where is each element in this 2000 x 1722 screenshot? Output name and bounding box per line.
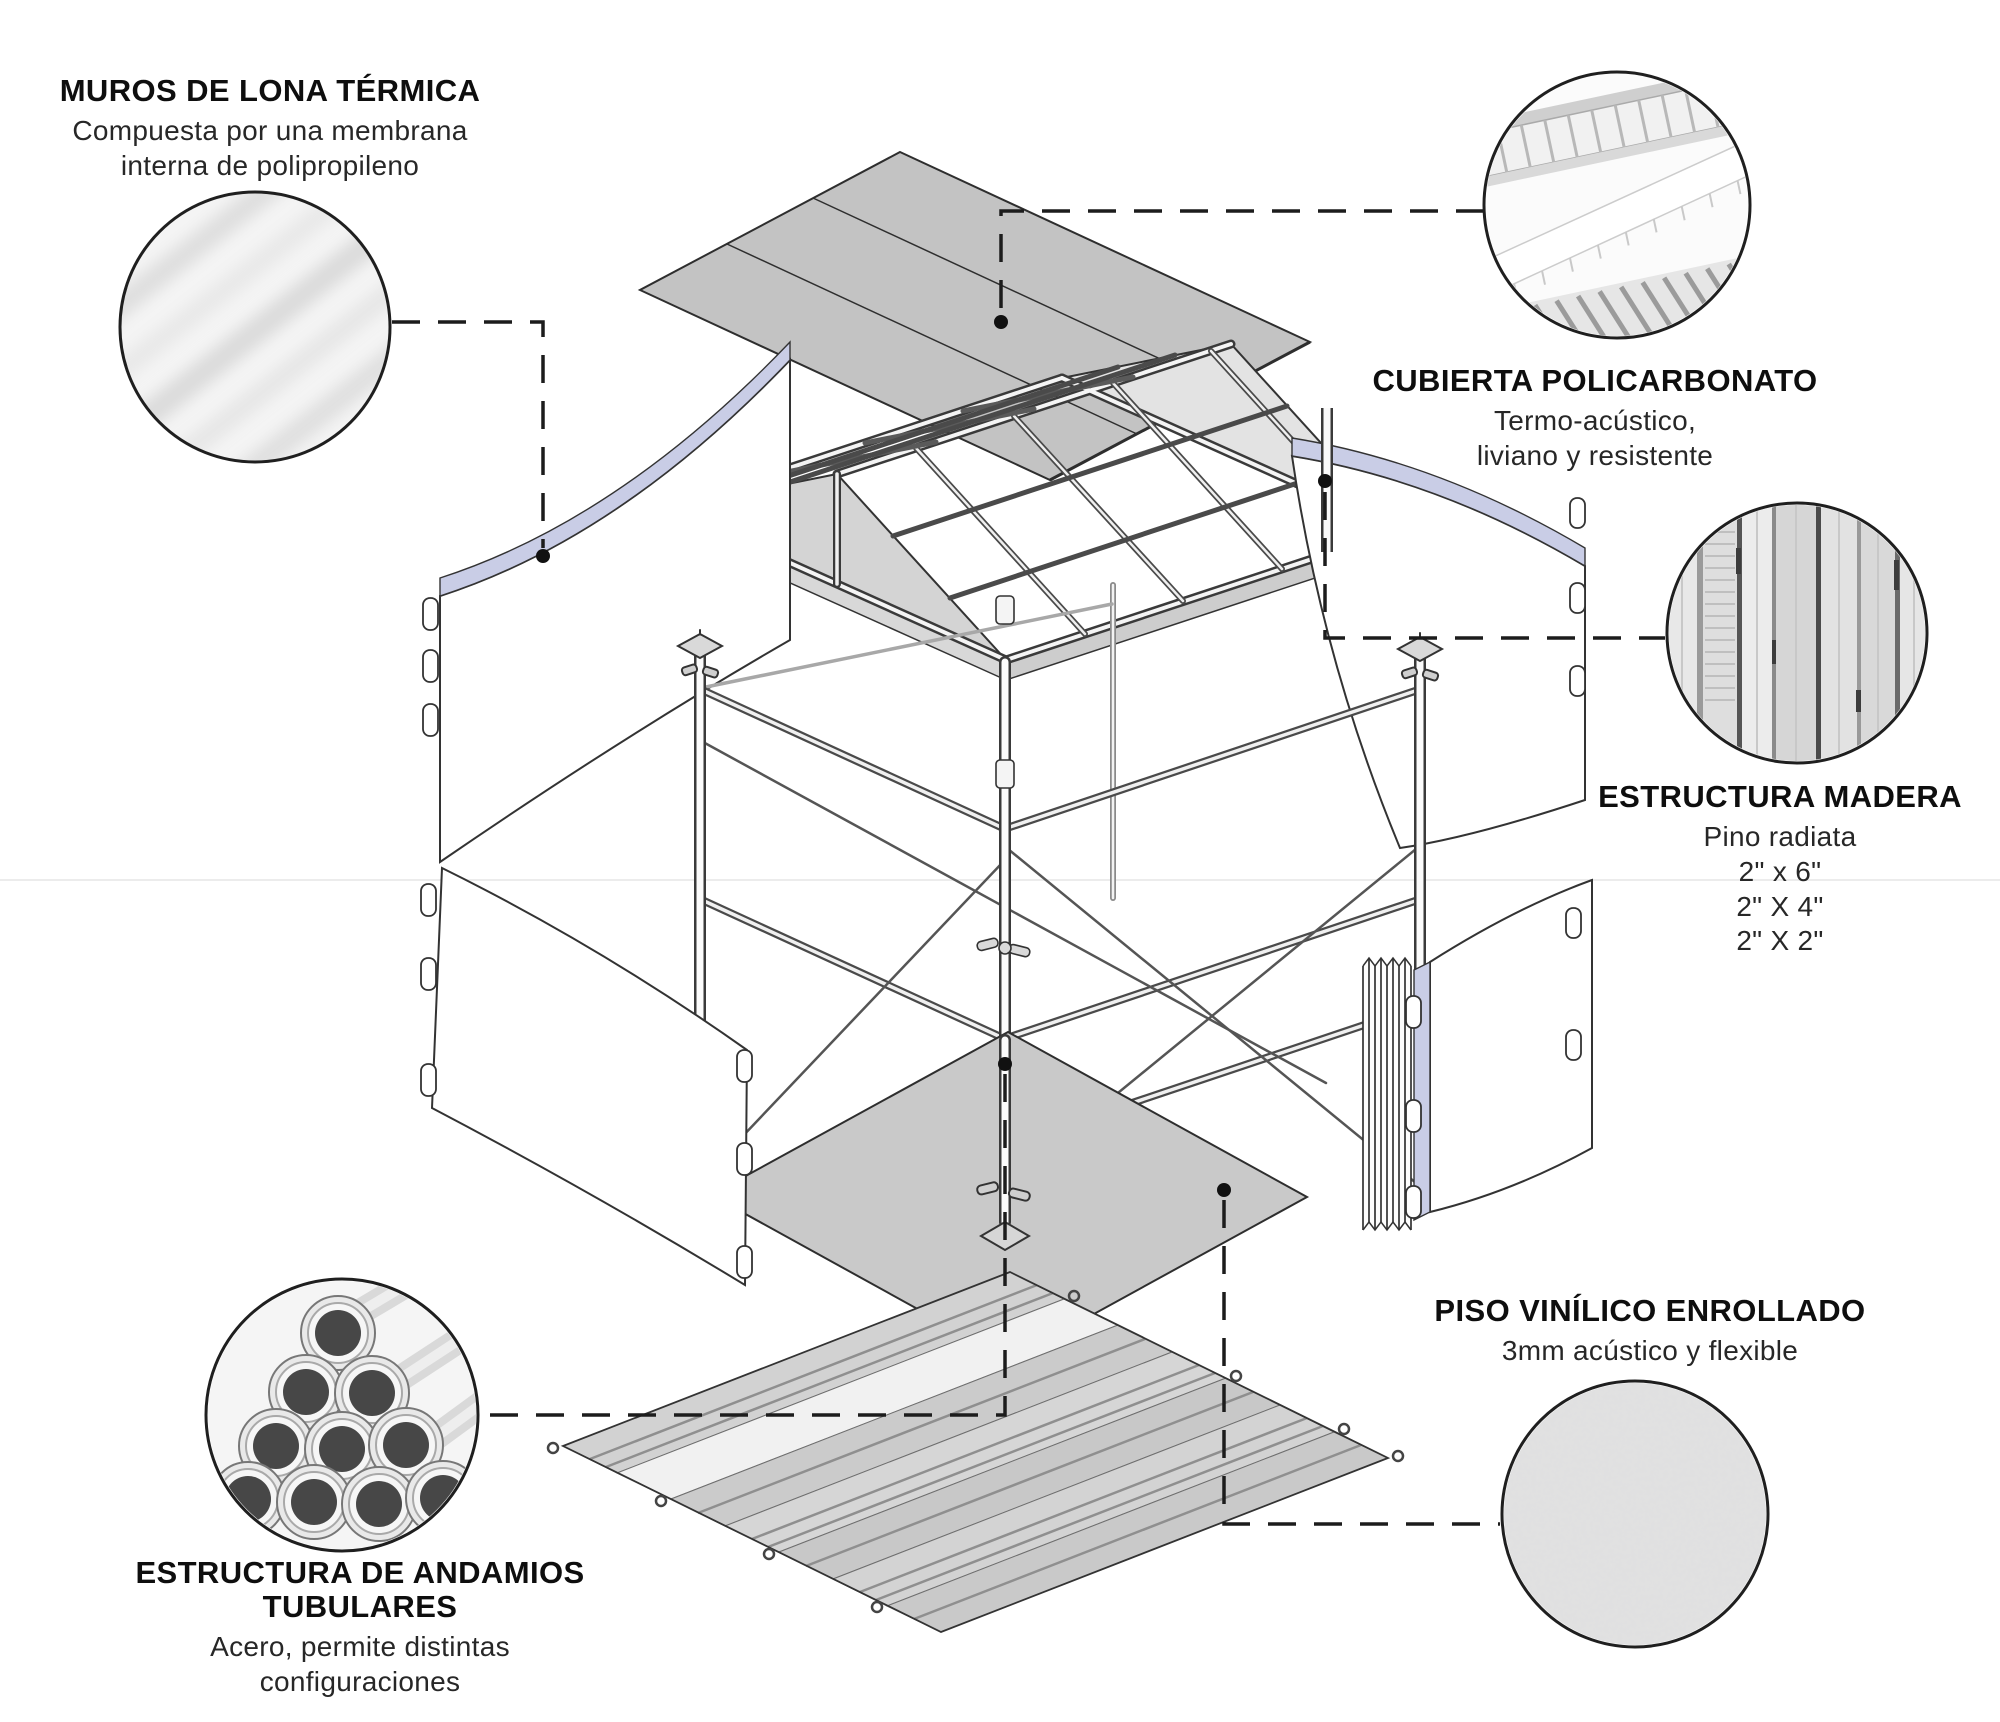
wall-panel-upper-right [1290, 437, 1586, 850]
callout-piso-title: PISO VINÍLICO ENROLLADO [1434, 1293, 1866, 1328]
callout-lona-line: interna de polipropileno [120, 149, 420, 181]
callout-piso-line: 3mm acústico y flexible [1501, 1335, 1799, 1367]
leader-madera [1323, 492, 1665, 640]
leader-dots [536, 315, 1332, 1197]
wall-panel-upper-left [422, 340, 791, 864]
callout-lona-title: MUROS DE LONA TÉRMICA [59, 73, 481, 108]
callout-madera-line: 2" X 4" [1736, 890, 1824, 922]
leader-andamios [482, 1074, 1007, 1417]
callout-madera-title: ESTRUCTURA MADERA [1598, 779, 1962, 814]
accordion-curtain [1362, 956, 1412, 1232]
wing-nut [976, 937, 1031, 958]
callout-cubierta-title: CUBIERTA POLICARBONATO [1372, 363, 1818, 398]
callout-andamios-line: configuraciones [259, 1665, 461, 1697]
screw-jack-base [976, 1181, 1031, 1252]
callout-andamios-title: ESTRUCTURA DE ANDAMIOS TUBULARES [135, 1555, 585, 1625]
leader-lines [392, 209, 1665, 1526]
screw-jack-head [675, 629, 1445, 682]
callout-andamios: ESTRUCTURA DE ANDAMIOS TUBULARES Acero, … [40, 1555, 680, 1700]
leader-cubierta [999, 209, 1484, 316]
wall-panel-lower-right [1405, 878, 1593, 1222]
thermal-canvas-swatch [118, 190, 392, 464]
leader-piso [1222, 1200, 1500, 1526]
leader-lona [392, 320, 545, 548]
wall-panel-lower-left [420, 866, 753, 1287]
panel-hinge-clips [422, 597, 439, 737]
callout-cubierta-line: liviano y resistente [1476, 439, 1714, 471]
wood-planks-swatch [1665, 501, 1929, 765]
steel-tubes-swatch [204, 1277, 480, 1553]
callout-madera: ESTRUCTURA MADERA Pino radiata 2" x 6" 2… [1545, 779, 2000, 959]
callout-madera-line: 2" x 6" [1738, 855, 1822, 887]
callout-cubierta: CUBIERTA POLICARBONATO Termo-acústico, l… [1350, 363, 1840, 474]
vinyl-roll-swatch [1500, 1379, 1770, 1649]
scaffold-tower [675, 582, 1445, 1191]
callout-lona: MUROS DE LONA TÉRMICA Compuesta por una … [30, 73, 510, 184]
plank-hooks [546, 1289, 1405, 1614]
callout-madera-line: 2" X 2" [1736, 925, 1824, 957]
polycarbonate-swatch [1482, 70, 1752, 340]
scaffold-plank-deck [546, 1271, 1405, 1633]
callout-madera-line: Pino radiata [1703, 821, 1857, 853]
callout-piso: PISO VINÍLICO ENROLLADO 3mm acústico y f… [1390, 1293, 1910, 1369]
callout-andamios-line: Acero, permite distintas [210, 1631, 510, 1663]
callout-cubierta-line: Termo-acústico, [1493, 405, 1697, 437]
callout-lona-line: Compuesta por una membrana [72, 115, 468, 147]
